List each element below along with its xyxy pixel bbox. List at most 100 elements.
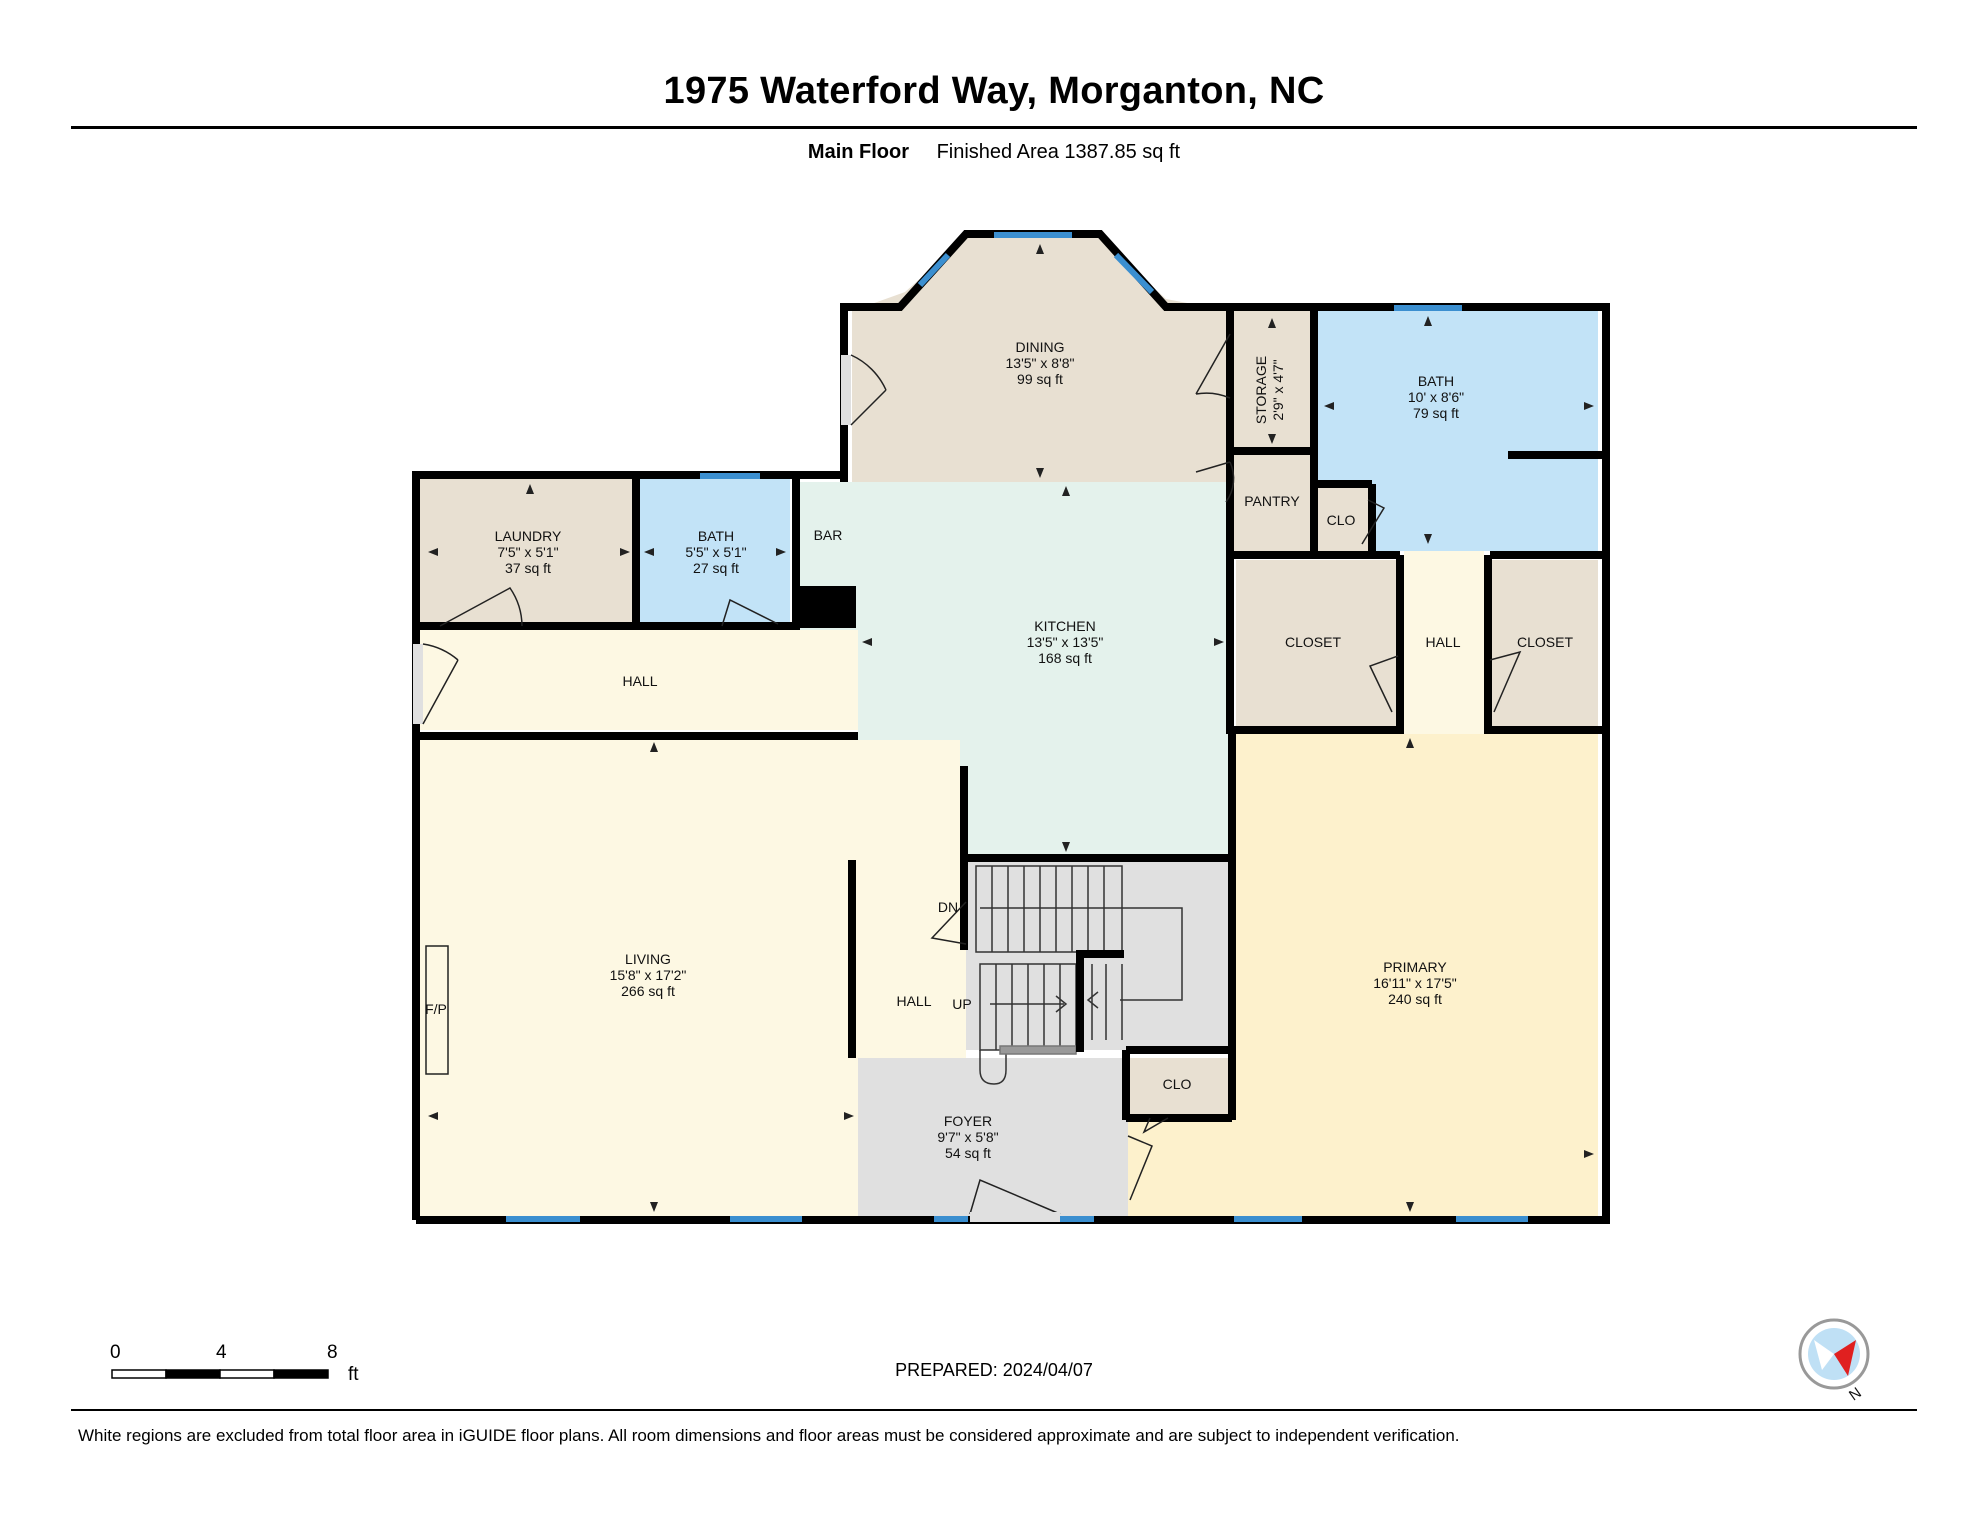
hall-left-name: HALL <box>622 673 657 689</box>
hall-left-fill <box>420 630 858 730</box>
dim-arrow <box>650 1202 658 1212</box>
dimension-markers <box>428 244 1594 1212</box>
hall-right-fill <box>1404 551 1484 734</box>
stair-landing-curve <box>979 1050 1007 1085</box>
primary-fill <box>1128 734 1598 1216</box>
bar-name: BAR <box>814 527 843 543</box>
bar-counter <box>800 586 856 628</box>
hall-door <box>422 643 459 725</box>
bath-small-door <box>721 598 779 627</box>
primary-dims: 16'11" x 17'5" <box>1373 975 1457 991</box>
dim-arrow <box>620 548 630 556</box>
clo-upper-name: CLO <box>1327 512 1356 528</box>
property-address-title: 1975 Waterford Way, Morganton, NC <box>663 70 1325 112</box>
scale-segment <box>273 1369 329 1379</box>
dim-arrow <box>1424 534 1432 544</box>
compass-north-label: N <box>1846 1384 1865 1404</box>
dim-arrow <box>1406 1202 1414 1212</box>
clo-upper-fill <box>1318 484 1368 551</box>
windows <box>506 232 1528 1222</box>
living-dims: 15'8" x 17'2" <box>610 967 687 983</box>
scale-bar <box>111 1369 329 1379</box>
door-opening <box>413 644 423 724</box>
stairs-door <box>930 901 967 945</box>
living-area: 266 sq ft <box>621 983 675 999</box>
window <box>917 252 951 288</box>
bath-main-name: BATH <box>1418 373 1454 389</box>
bath-main-dims: 10' x 8'6" <box>1408 389 1464 405</box>
dim-arrow <box>1062 486 1070 496</box>
door-opening <box>841 355 851 425</box>
stair-nosing <box>999 1045 1077 1055</box>
room-labels: DINING 13'5" x 8'8" 99 sq ft STORAGE 2'9… <box>425 339 1573 1161</box>
bath-small-dims: 5'5" x 5'1" <box>685 544 746 560</box>
bath-main-area: 79 sq ft <box>1413 405 1459 421</box>
storage-name: STORAGE <box>1253 356 1269 424</box>
floor-label: Main Floor <box>807 141 910 163</box>
scale-label-0: 0 <box>110 1342 121 1363</box>
footer-divider <box>71 1409 1917 1411</box>
bath-small-name: BATH <box>698 528 734 544</box>
closet-right-door <box>1489 650 1522 713</box>
kitchen-area: 168 sq ft <box>1038 650 1092 666</box>
stairs-down-label: DN <box>938 899 958 915</box>
foyer-area: 54 sq ft <box>945 1145 991 1161</box>
doors <box>413 333 1522 1222</box>
fireplace <box>425 945 449 1075</box>
kitchen-name: KITCHEN <box>1034 618 1095 634</box>
dim-arrow <box>1036 244 1044 254</box>
dim-arrow <box>1268 318 1276 328</box>
bar-fill <box>800 482 858 588</box>
stair-down-path <box>980 907 1183 1001</box>
dim-arrow <box>644 548 654 556</box>
dim-arrow <box>844 1112 854 1120</box>
closet-left-name: CLOSET <box>1285 634 1341 650</box>
bath-small-fill <box>640 479 790 625</box>
hall-right-name: HALL <box>1425 634 1460 650</box>
storage-fill <box>1230 311 1310 449</box>
door-opening <box>970 1212 1060 1222</box>
laundry-dims: 7'5" x 5'1" <box>497 544 558 560</box>
stairs-down-arrowhead <box>1086 991 1099 1009</box>
disclaimer-text: White regions are excluded from total fl… <box>78 1426 1460 1445</box>
finished-area: Finished Area 1387.85 sq ft <box>936 141 1181 163</box>
dim-arrow <box>1062 842 1070 852</box>
hall-center-name: HALL <box>896 993 931 1009</box>
dim-arrow <box>862 638 872 646</box>
living-hall-fill <box>420 740 966 1216</box>
window <box>1113 252 1155 295</box>
primary-name: PRIMARY <box>1383 959 1447 975</box>
dim-arrow <box>1036 468 1044 478</box>
dim-arrow <box>1324 402 1334 410</box>
foyer-dims: 9'7" x 5'8" <box>937 1129 998 1145</box>
dining-name: DINING <box>1016 339 1065 355</box>
dim-arrow <box>1268 434 1276 444</box>
stairs-upper-run <box>975 865 1123 953</box>
dim-arrow <box>1584 402 1594 410</box>
primary-door <box>1127 1135 1153 1201</box>
closet-right-fill <box>1492 560 1598 728</box>
living-name: LIVING <box>625 951 671 967</box>
laundry-fill <box>420 479 634 625</box>
dim-arrow <box>1584 1150 1594 1158</box>
laundry-area: 37 sq ft <box>505 560 551 576</box>
dim-arrow <box>776 548 786 556</box>
dim-arrow <box>428 1112 438 1120</box>
clo-lower-name: CLO <box>1163 1076 1192 1092</box>
scale-unit: ft <box>348 1364 359 1385</box>
closet-left-fill <box>1236 560 1400 728</box>
bath-small-area: 27 sq ft <box>693 560 739 576</box>
compass-needle <box>1834 1340 1856 1376</box>
dining-fill <box>852 238 1230 482</box>
dining-area: 99 sq ft <box>1017 371 1063 387</box>
stairs-up-arrowhead <box>1055 995 1068 1013</box>
dim-arrow <box>1406 738 1414 748</box>
dining-door <box>850 354 887 426</box>
kitchen-dims: 13'5" x 13'5" <box>1027 634 1104 650</box>
prepared-date: PREPARED: 2024/04/07 <box>895 1360 1093 1380</box>
primary-area: 240 sq ft <box>1388 991 1442 1007</box>
laundry-door <box>439 587 523 627</box>
pantry-fill <box>1230 455 1310 551</box>
pantry-name: PANTRY <box>1244 493 1300 509</box>
storage-dims: 2'9" x 4'7" <box>1270 359 1286 420</box>
